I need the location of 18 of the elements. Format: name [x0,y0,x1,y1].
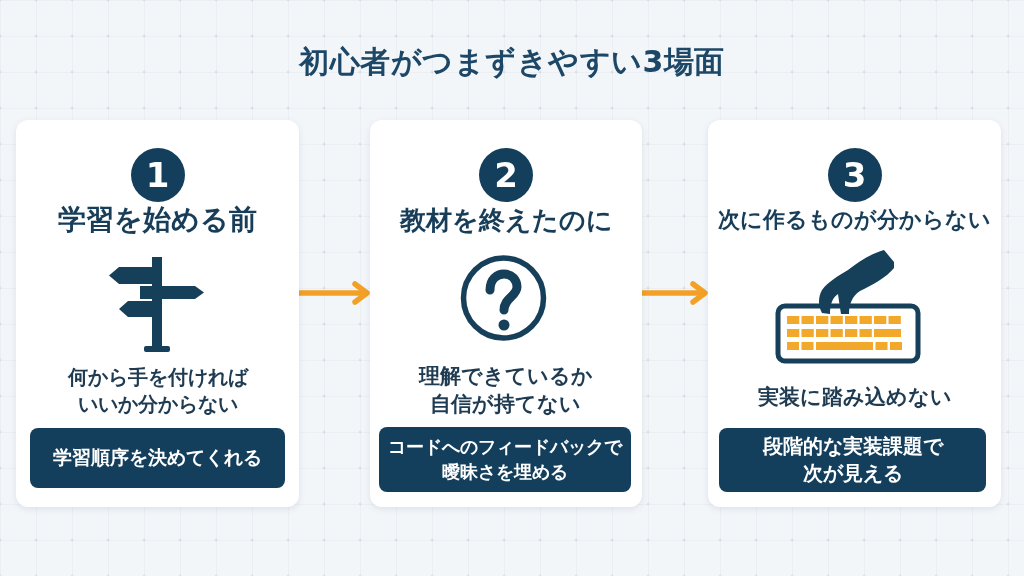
solution-banner: 学習順序を決めてくれる [30,428,285,488]
step-number: 1 [130,148,185,202]
problem-description: 実装に踏み込めない [756,383,953,411]
step-heading: 学習を始める前 [58,202,257,238]
step-heading: 教材を終えたのに [399,203,613,237]
step-heading: 次に作るものが分からない [718,206,991,234]
step-number: 3 [827,148,882,202]
arrow [299,281,370,305]
arrow [642,281,708,305]
title: 初心者がつまずきやすい3場面 [299,42,725,81]
step-number: 2 [479,148,533,202]
problem-description: 理解できているか自信が持てない [417,362,594,418]
card [16,120,299,507]
problem-description: 何から手を付ければいいか分からない [66,364,250,418]
solution-banner: 段階的な実装課題で次が見える [719,428,986,492]
card [708,120,1001,507]
card [370,120,642,507]
solution-banner: コードへのフィードバックで曖昧さを埋める [379,427,631,492]
